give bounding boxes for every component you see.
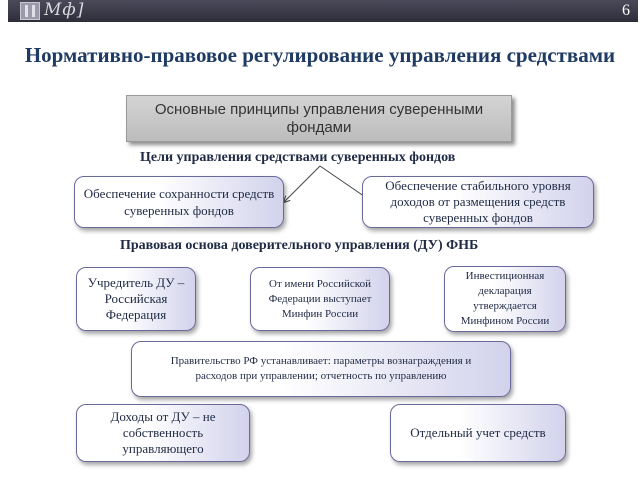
legal-minfin-acts: От имени Российской Федерации выступает …	[250, 267, 390, 331]
legal-founder: Учредитель ДУ – Российская Федерация	[76, 267, 196, 331]
legal-government-sets: Правительство РФ устанавливает: параметр…	[131, 341, 511, 397]
slide-title: Нормативно-правовое регулирование управл…	[24, 43, 616, 67]
legal-basis-heading: Правовая основа доверительного управлени…	[120, 238, 479, 253]
arrow-to-goal-1	[284, 165, 321, 202]
goals-heading: Цели управления средствами суверенных фо…	[140, 150, 456, 165]
header-bar: Мф] 6	[8, 0, 638, 22]
legal-investment-declaration: Инвестиционная декларация утверждается М…	[444, 266, 566, 332]
legal-income-not-property: Доходы от ДУ – не собственность управляю…	[76, 404, 250, 462]
legal-separate-accounting: Отдельный учет средств	[390, 404, 566, 462]
goal-stable-income: Обеспечение стабильного уровня доходов о…	[362, 176, 594, 228]
page-number: 6	[622, 2, 630, 19]
goal-preservation: Обеспечение сохранности средств суверенн…	[74, 176, 284, 228]
brand-logo-text: Мф]	[44, 0, 85, 20]
principles-box: Основные принципы управления суверенными…	[126, 95, 512, 142]
building-logo-icon	[20, 2, 40, 20]
